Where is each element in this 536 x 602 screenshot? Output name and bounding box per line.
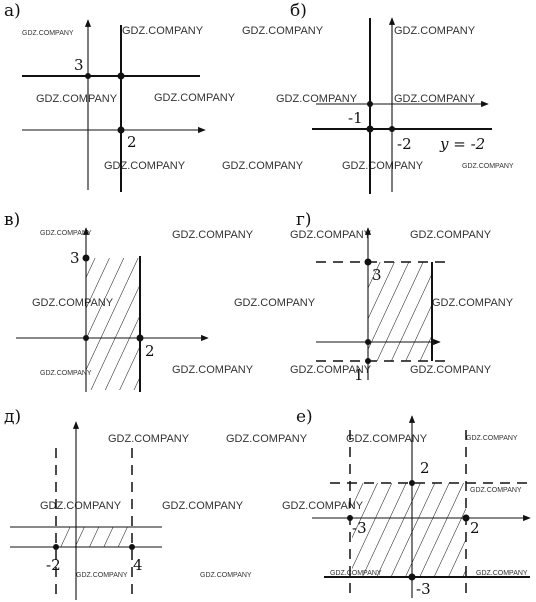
watermark: GDZ.COMPANY [200,572,252,579]
watermark: GDZ.COMPANY [432,297,514,309]
watermark: GDZ.COMPANY [410,229,492,241]
watermark: GDZ.COMPANY [290,229,372,241]
label-2-y: 2 [420,459,430,477]
panel-a: а) 3 2 [4,1,206,192]
origin-point [365,339,371,345]
panel-label: б) [290,1,307,21]
hatched-region [368,262,432,361]
watermark: GDZ.COMPANY [36,93,118,105]
hatched-region [86,258,140,390]
watermark: GDZ.COMPANY [276,93,358,105]
label-3: 3 [372,266,382,284]
point-y-3 [82,254,90,262]
watermark: GDZ.COMPANY [226,433,308,445]
label-minus-2: -2 [46,556,61,574]
label-minus-1: -1 [348,109,363,127]
watermark: GDZ.COMPANY [108,433,190,445]
point-x-2 [117,126,125,134]
watermarks: GDZ.COMPANY GDZ.COMPANY GDZ.COMPANY GDZ.… [22,25,528,579]
watermark: GDZ.COMPANY [342,160,424,172]
panel-f: е) 2 -3 2 -3 [296,407,531,600]
watermark: GDZ.COMPANY [470,487,522,494]
label-1: 1 [354,366,364,384]
panel-label: д) [4,407,21,427]
label-minus-3-y: -3 [416,580,431,598]
watermark: GDZ.COMPANY [242,25,324,37]
point-y-3 [364,258,372,266]
point-y-minus-3 [408,573,416,581]
watermark: GDZ.COMPANY [104,160,186,172]
watermark: GDZ.COMPANY [172,229,254,241]
origin-point [83,335,89,341]
watermark: GDZ.COMPANY [76,572,128,579]
watermark: GDZ.COMPANY [122,25,204,37]
watermark: GDZ.COMPANY [222,160,304,172]
point-x-2 [462,514,470,522]
watermark: GDZ.COMPANY [410,364,492,376]
label-3: 3 [74,56,84,74]
hatched-region [56,527,132,547]
label-2-x: 2 [470,519,480,537]
watermark: GDZ.COMPANY [290,364,372,376]
watermark: GDZ.COMPANY [172,364,254,376]
watermark: GDZ.COMPANY [40,500,122,512]
watermark: GDZ.COMPANY [22,30,74,37]
label-2: 2 [145,342,155,360]
watermark: GDZ.COMPANY [154,92,236,104]
point-x-minus-2 [53,544,59,550]
panel-label: г) [296,210,312,230]
watermark: GDZ.COMPANY [40,370,92,377]
point-x-minus-1 [367,101,373,107]
watermark: GDZ.COMPANY [394,93,476,105]
point-y-3 [85,73,91,79]
point-x-minus-3 [347,515,353,521]
intersection-point [117,72,125,80]
label-2: 2 [127,133,137,151]
watermark: GDZ.COMPANY [234,297,316,309]
intersection-point [366,125,374,133]
hatched-region [352,483,466,577]
point-x-2 [136,334,144,342]
label-minus-3-x: -3 [352,519,367,537]
panel-label: в) [4,210,20,230]
watermark: GDZ.COMPANY [394,25,476,37]
watermark: GDZ.COMPANY [162,500,244,512]
point-y-minus-2 [389,126,395,132]
watermark: GDZ.COMPANY [346,433,428,445]
panel-c: в) 3 2 [4,210,209,392]
watermark: GDZ.COMPANY [462,163,514,170]
point-x-4 [129,544,135,550]
panel-label: а) [4,1,21,21]
watermark: GDZ.COMPANY [476,570,528,577]
panel-e: д) -2 4 [4,407,162,600]
label-equation: y = -2 [439,135,485,153]
panel-label: е) [296,407,313,427]
label-3: 3 [70,249,80,267]
point-y-1 [365,358,371,364]
point-y-2 [409,480,415,486]
watermark: GDZ.COMPANY [466,435,518,442]
label-minus-2: -2 [397,135,412,153]
watermark: GDZ.COMPANY [282,500,364,512]
watermark: GDZ.COMPANY [40,230,92,237]
label-4: 4 [133,556,143,574]
panel-b: б) -1 -2 y = -2 [290,1,492,194]
panel-d: г) 3 1 [296,210,446,384]
